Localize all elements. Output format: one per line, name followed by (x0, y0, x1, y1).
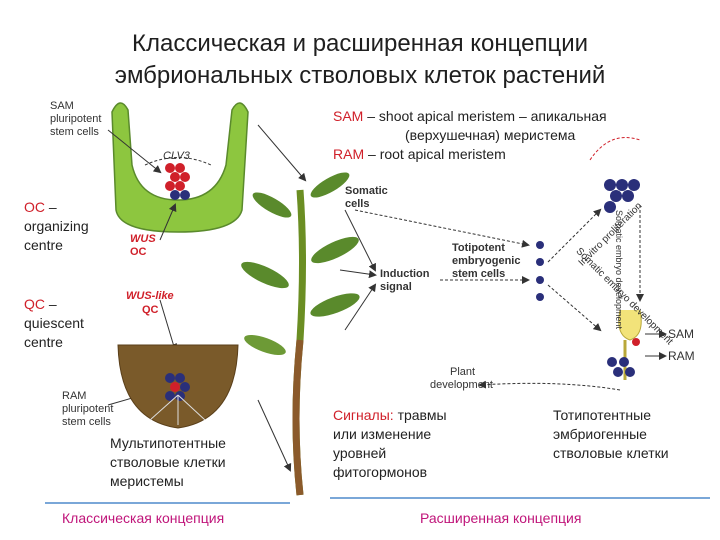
footer-classic: Классическая концепция (62, 510, 225, 526)
signals-label: Сигналы: травмы или изменение уровней фи… (333, 407, 447, 480)
sam-def-line2: (верхушечная) меристема (405, 127, 576, 143)
qc-small-label: QC (142, 304, 159, 316)
sam-abbr: SAM (333, 108, 364, 124)
plant-illustration (241, 172, 360, 496)
oc-small-label: OC (130, 246, 147, 258)
sam-def-text: – shoot apical meristem – апикальная (363, 108, 607, 124)
ram-right-label: RAM (668, 349, 695, 363)
qc-definition: QC – quiescent centre (24, 296, 84, 350)
wus-label: WUS (130, 233, 156, 245)
seedling-illustration (607, 309, 642, 380)
wus-like-label: WUS-like (126, 290, 174, 302)
clv3-label: CLV3 (163, 150, 190, 162)
title-line-2: эмбриональных стволовых клеток растений (114, 62, 606, 89)
title-line-1: Классическая и расширенная концепции (131, 30, 589, 57)
ram-root-illustration (117, 344, 239, 429)
sam-definition: SAM – shoot apical meristem – апикальная… (333, 107, 693, 164)
totipotent-cells (536, 241, 544, 301)
sam-stem-cells (165, 163, 190, 200)
ram-def-text: – root apical meristem (364, 146, 506, 162)
sam-right-label: SAM (668, 327, 695, 341)
sam-shoot-illustration (111, 102, 249, 233)
page-title: Классическая и расширенная концепции эмб… (0, 28, 720, 92)
ram-abbr: RAM (333, 146, 365, 162)
footer-extended: Расширенная концепция (420, 510, 582, 526)
embryo-cell-cluster (604, 179, 640, 213)
somatic-emb-dev-label: Somatic embryo development (614, 210, 624, 330)
oc-definition: OC – organizing centre (24, 199, 89, 253)
